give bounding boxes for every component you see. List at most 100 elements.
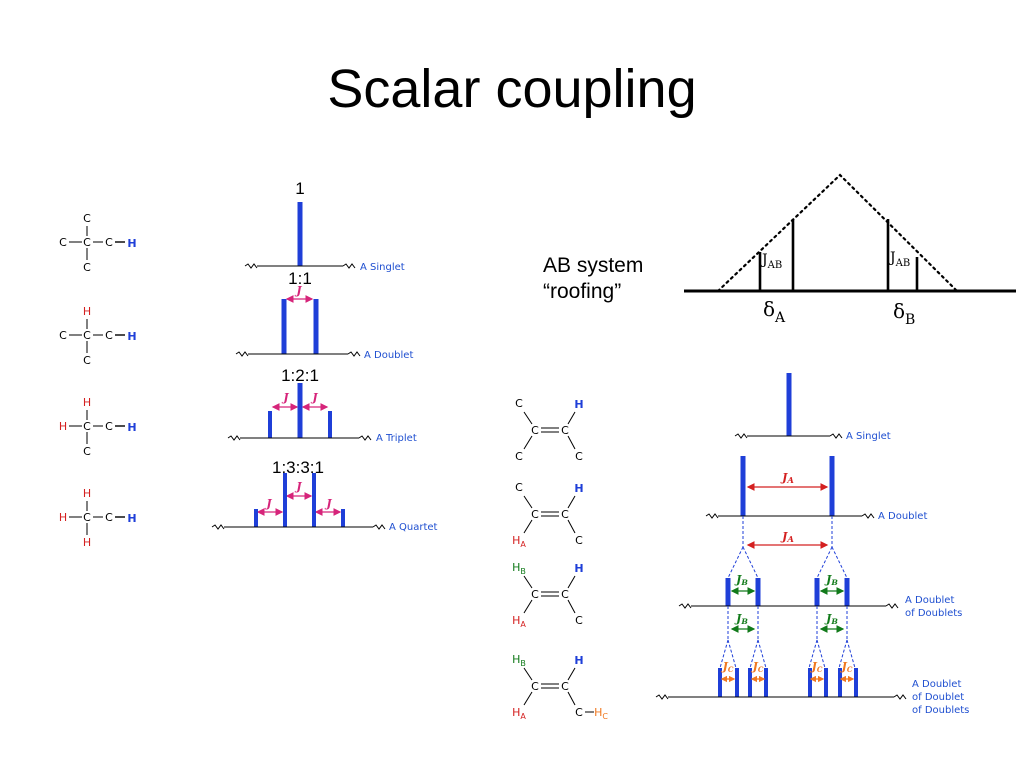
quartet-peak-4 bbox=[341, 509, 345, 527]
quartet-peak-3 bbox=[312, 473, 316, 527]
dash-d1-right bbox=[742, 546, 759, 579]
tree-dd-peak-3 bbox=[814, 578, 820, 606]
dash-d2-left bbox=[816, 546, 833, 579]
tree-ddd-peak-8 bbox=[854, 668, 858, 697]
molecule-4-center-carbon: C bbox=[83, 511, 91, 524]
alkene-1-bond-top-right bbox=[567, 411, 576, 425]
j-c-label-3: JC bbox=[810, 660, 823, 674]
tree-dd-peak-2 bbox=[755, 578, 761, 606]
alkene-4-bottom-left-atom: HA bbox=[512, 706, 526, 721]
quartet-baseline-wave-left bbox=[211, 524, 225, 530]
j-ab-right: JAB bbox=[888, 250, 910, 269]
ab-system-label-line1: AB system bbox=[543, 254, 644, 277]
j-c-label-2: JC bbox=[751, 660, 764, 674]
triplet-baseline-wave-right bbox=[358, 435, 372, 441]
tree-ddd-baseline-wave-left bbox=[655, 694, 669, 700]
ab-system-label: AB system “roofing” bbox=[543, 253, 643, 305]
triplet-peak-1 bbox=[268, 411, 272, 438]
ratio-quartet: 1:3:3:1 bbox=[272, 458, 324, 477]
ratio-triplet: 1:2:1 bbox=[281, 366, 319, 385]
tree-ddd-peak-3 bbox=[748, 668, 752, 697]
triplet-peak-3 bbox=[328, 411, 332, 438]
tree-doublet-baseline-wave-left bbox=[705, 513, 719, 519]
molecule-2-center-carbon: C bbox=[83, 329, 91, 342]
alkene-1-bond-bottom-left bbox=[523, 435, 533, 450]
singlet-baseline-wave-left bbox=[244, 263, 258, 269]
dash-dd3-right bbox=[816, 639, 826, 669]
alkene-2-bottom-left-atom: HA bbox=[512, 534, 526, 549]
alkene-4-bottom-right-carbon: C bbox=[575, 706, 583, 719]
molecule-2-bottom-atom: C bbox=[83, 354, 91, 367]
tree-label-dd-line1: A Doublet bbox=[905, 595, 954, 606]
delta-b: δB bbox=[893, 299, 915, 328]
j-b-label-4: JB bbox=[824, 612, 838, 626]
tree-label-ddd-line2: of Doublet bbox=[912, 692, 964, 703]
j-b-label-2: JB bbox=[824, 573, 838, 587]
singlet-baseline-wave-right bbox=[342, 263, 356, 269]
j-a-label-2: JA bbox=[780, 530, 794, 544]
ratio-singlet: 1 bbox=[295, 179, 304, 198]
tree-singlet-baseline-wave-right bbox=[829, 433, 843, 439]
tree-singlet-baseline-wave-left bbox=[734, 433, 748, 439]
quartet-peak-2 bbox=[283, 473, 287, 527]
dash-dd2-right bbox=[757, 639, 767, 669]
alkene-3-bond-bottom-left bbox=[523, 599, 533, 614]
tree-dd-baseline-wave-right bbox=[885, 603, 899, 609]
alkene-4-bond-bottom-left bbox=[523, 691, 533, 706]
molecule-3-observed-h: H bbox=[127, 421, 136, 434]
molecule-3-bottom-atom: C bbox=[83, 445, 91, 458]
quartet-peak-1 bbox=[254, 509, 258, 527]
doublet-baseline-wave-right bbox=[347, 351, 361, 357]
dash-dd4-right bbox=[846, 639, 856, 669]
molecule-4-bottom-atom: H bbox=[83, 536, 91, 549]
molecule-1-right-carbon: C bbox=[105, 236, 113, 249]
tree-label-dd-line2: of Doublets bbox=[905, 608, 962, 619]
tree-dd-peak-4 bbox=[844, 578, 850, 606]
alkene-4-bond-bottom-right bbox=[567, 691, 576, 706]
tree-ddd-peak-1 bbox=[718, 668, 722, 697]
j-b-label-1: JB bbox=[734, 573, 748, 587]
alkene-3-bond-bottom-right bbox=[567, 599, 576, 614]
dash-d2-right bbox=[831, 546, 848, 579]
alkene-1-bottom-right-atom: C bbox=[575, 450, 583, 463]
alkene-1-observed-h: H bbox=[574, 398, 583, 411]
alkene-1-left-carbon: C bbox=[531, 424, 539, 437]
alkene-3-bottom-right-atom: C bbox=[575, 614, 583, 627]
j-quartet-right: J bbox=[324, 497, 332, 510]
tree-doublet-peak-1 bbox=[740, 456, 746, 516]
j-triplet-2: J bbox=[310, 391, 318, 404]
triplet-peak-2 bbox=[297, 383, 303, 438]
molecule-2-right-carbon: C bbox=[105, 329, 113, 342]
doublet-peak-2 bbox=[313, 299, 319, 354]
alkene-4-top-left-atom: HB bbox=[512, 653, 526, 668]
molecule-3-right-carbon: C bbox=[105, 420, 113, 433]
alkene-2-top-left-atom: C bbox=[515, 481, 523, 494]
singlet-peak bbox=[297, 202, 303, 266]
alkene-4-bond-top-left bbox=[523, 667, 533, 681]
molecule-1-top-atom: C bbox=[83, 212, 91, 225]
alkene-2-bond-bottom-right bbox=[567, 519, 576, 534]
alkene-2-bond-bottom-left bbox=[523, 519, 533, 534]
tree-singlet-peak bbox=[786, 373, 792, 436]
delta-a: δA bbox=[763, 297, 786, 326]
alkene-3-bond-top-right bbox=[567, 575, 576, 589]
j-c-label-4: JC bbox=[840, 660, 853, 674]
molecule-1-bottom-atom: C bbox=[83, 261, 91, 274]
alkene-2-observed-h: H bbox=[574, 482, 583, 495]
alkene-4-left-carbon: C bbox=[531, 680, 539, 693]
tree-dd-baseline-wave-left bbox=[678, 603, 692, 609]
alkene-3-top-left-atom: HB bbox=[512, 561, 526, 576]
tree-dd-peak-1 bbox=[725, 578, 731, 606]
doublet-baseline-wave-left bbox=[235, 351, 249, 357]
roof-envelope bbox=[716, 173, 959, 293]
molecule-2-left-atom: C bbox=[59, 329, 67, 342]
molecule-1-left-atom: C bbox=[59, 236, 67, 249]
alkene-4-bond-top-right bbox=[567, 667, 576, 681]
molecule-4-observed-h: H bbox=[127, 512, 136, 525]
molecule-1-center-carbon: C bbox=[83, 236, 91, 249]
tree-ddd-baseline-wave-right bbox=[893, 694, 907, 700]
ratio-doublet: 1:1 bbox=[288, 269, 312, 288]
tree-label-ddd-line3: of Doublets bbox=[912, 705, 969, 716]
